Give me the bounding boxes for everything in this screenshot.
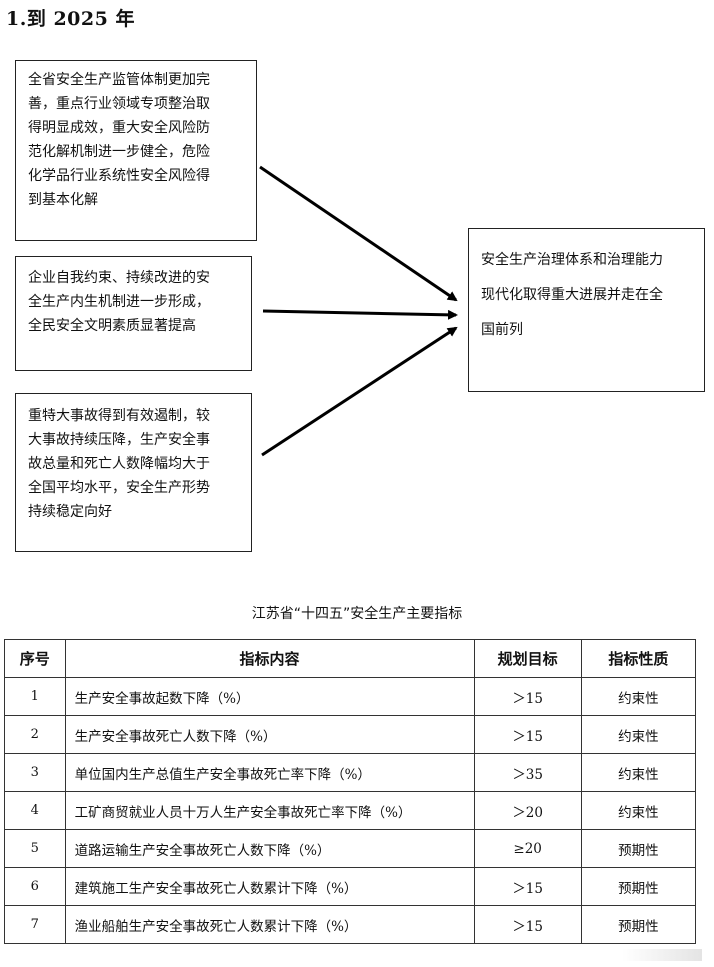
arrow-from-box1	[259, 165, 458, 302]
box-line: 范化解机制进一步健全，危险	[28, 144, 210, 160]
cell-target: ≥20	[473, 829, 582, 868]
watermark	[622, 949, 702, 961]
cell-no: 5	[4, 829, 66, 868]
table-row: 6 建筑施工生产安全事故死亡人数累计下降（%） ＞15 预期性	[4, 867, 697, 906]
cell-content: 生产安全事故起数下降（%）	[64, 677, 475, 716]
cell-nature: 预期性	[580, 867, 697, 906]
table-header-row: 序号 指标内容 规划目标 指标性质	[4, 639, 697, 678]
goal-box-enterprise: 企业自我约束、持续改进的安 全生产内生机制进一步形成， 全民安全文明素质显著提高	[15, 256, 252, 371]
header-no: 序号	[4, 639, 66, 678]
box-line: 善，重点行业领域专项整治取	[28, 96, 210, 112]
cell-target: ＞15	[473, 905, 582, 944]
cell-content: 建筑施工生产安全事故死亡人数累计下降（%）	[64, 867, 475, 906]
flow-arrows	[259, 165, 458, 457]
box-line: 全国平均水平，安全生产形势	[28, 480, 210, 496]
cell-nature: 约束性	[580, 715, 697, 754]
box-line: 全省安全生产监管体制更加完	[28, 72, 210, 88]
cell-content: 生产安全事故死亡人数下降（%）	[64, 715, 475, 754]
header-target: 规划目标	[473, 639, 582, 678]
goal-box-accidents: 重特大事故得到有效遏制，较 大事故持续压降，生产安全事 故总量和死亡人数降幅均大…	[15, 393, 252, 552]
box-line: 企业自我约束、持续改进的安	[28, 270, 210, 286]
table-caption: 江苏省“十四五”安全生产主要指标	[251, 606, 463, 622]
cell-target: ＞35	[473, 753, 582, 792]
cell-no: 7	[4, 905, 66, 944]
box-line: 得明显成效，重大安全风险防	[28, 120, 210, 136]
table-row: 7 渔业船舶生产安全事故死亡人数累计下降（%） ＞15 预期性	[4, 905, 697, 944]
cell-nature: 约束性	[580, 677, 697, 716]
box-line: 全生产内生机制进一步形成，	[28, 294, 210, 310]
target-box: 安全生产治理体系和治理能力 现代化取得重大进展并走在全 国前列	[468, 228, 705, 392]
cell-target: ＞20	[473, 791, 582, 830]
goal-box-supervision: 全省安全生产监管体制更加完 善，重点行业领域专项整治取 得明显成效，重大安全风险…	[15, 60, 257, 241]
cell-no: 6	[4, 867, 66, 906]
table-row: 5 道路运输生产安全事故死亡人数下降（%） ≥20 预期性	[4, 829, 697, 868]
cell-content: 工矿商贸就业人员十万人生产安全事故死亡率下降（%）	[64, 791, 475, 830]
arrow-from-box3	[261, 326, 458, 457]
cell-content: 道路运输生产安全事故死亡人数下降（%）	[64, 829, 475, 868]
box-line: 化学品行业系统性安全风险得	[28, 168, 210, 184]
table-row: 1 生产安全事故起数下降（%） ＞15 约束性	[4, 677, 697, 716]
table-row: 4 工矿商贸就业人员十万人生产安全事故死亡率下降（%） ＞20 约束性	[4, 791, 697, 830]
table-row: 2 生产安全事故死亡人数下降（%） ＞15 约束性	[4, 715, 697, 754]
section-heading: 1.到 2025 年	[6, 8, 135, 30]
cell-target: ＞15	[473, 677, 582, 716]
cell-content: 渔业船舶生产安全事故死亡人数累计下降（%）	[64, 905, 475, 944]
cell-no: 2	[4, 715, 66, 754]
cell-target: ＞15	[473, 867, 582, 906]
arrow-from-box2	[262, 309, 458, 320]
cell-no: 3	[4, 753, 66, 792]
box-line: 全民安全文明素质显著提高	[28, 318, 196, 334]
box-line: 国前列	[481, 322, 523, 338]
cell-no: 4	[4, 791, 66, 830]
box-line: 现代化取得重大进展并走在全	[481, 287, 663, 303]
box-line: 持续稳定向好	[28, 504, 112, 520]
box-line: 重特大事故得到有效遏制，较	[28, 408, 210, 424]
box-line: 安全生产治理体系和治理能力	[481, 252, 663, 268]
cell-content: 单位国内生产总值生产安全事故死亡率下降（%）	[64, 753, 475, 792]
header-nature: 指标性质	[580, 639, 697, 678]
cell-target: ＞15	[473, 715, 582, 754]
cell-nature: 约束性	[580, 753, 697, 792]
cell-nature: 预期性	[580, 829, 697, 868]
cell-nature: 预期性	[580, 905, 697, 944]
indicators-table: 序号 指标内容 规划目标 指标性质 1 生产安全事故起数下降（%） ＞15 约束…	[4, 639, 697, 944]
header-content: 指标内容	[64, 639, 475, 678]
table-row: 3 单位国内生产总值生产安全事故死亡率下降（%） ＞35 约束性	[4, 753, 697, 792]
cell-nature: 约束性	[580, 791, 697, 830]
box-line: 到基本化解	[28, 192, 98, 208]
box-line: 大事故持续压降，生产安全事	[28, 432, 210, 448]
cell-no: 1	[4, 677, 66, 716]
box-line: 故总量和死亡人数降幅均大于	[28, 456, 210, 472]
